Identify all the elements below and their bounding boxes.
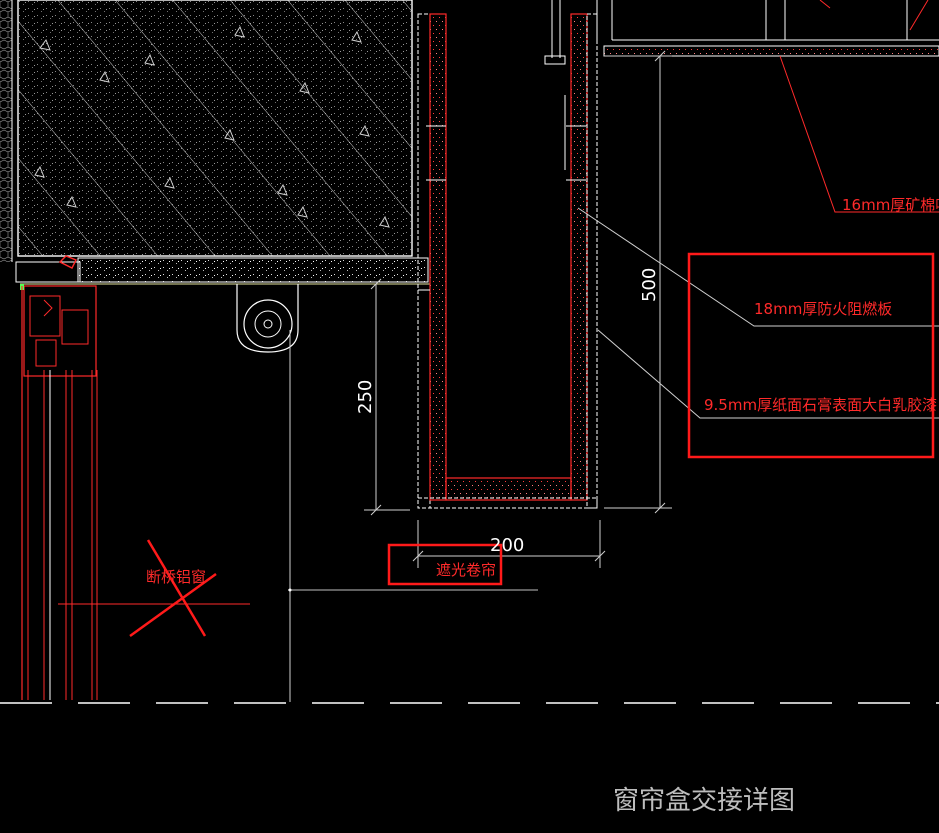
cross-mark: [129, 539, 217, 638]
dimension-250: 250: [355, 380, 376, 414]
dimension-200: 200: [490, 535, 524, 556]
dimension-500: 500: [639, 268, 660, 302]
insulation-strip: [0, 0, 12, 262]
drawing-title: 窗帘盒交接详图: [613, 786, 795, 816]
highlight-box-roller-blind: [387, 543, 503, 586]
window-frame: [15, 255, 98, 700]
concrete-slab: [17, 0, 430, 285]
leader-lines: [58, 0, 939, 605]
curtain-box: [417, 0, 598, 509]
label-roller-blind: 遮光卷帘: [436, 561, 496, 579]
highlight-box-fire-board: [687, 252, 935, 459]
roller-blind-unit: [236, 284, 538, 702]
label-fire-board: 18mm厚防火阻燃板: [754, 300, 892, 318]
label-mineral-wool: 16mm厚矿棉吸: [842, 196, 939, 214]
dimension-lines: [364, 50, 672, 568]
ceiling-board: [596, 0, 939, 57]
label-aluminum-window: 断桥铝窗: [146, 568, 206, 586]
label-gypsum-board: 9.5mm厚纸面石膏表面大白乳胶漆: [704, 396, 937, 414]
